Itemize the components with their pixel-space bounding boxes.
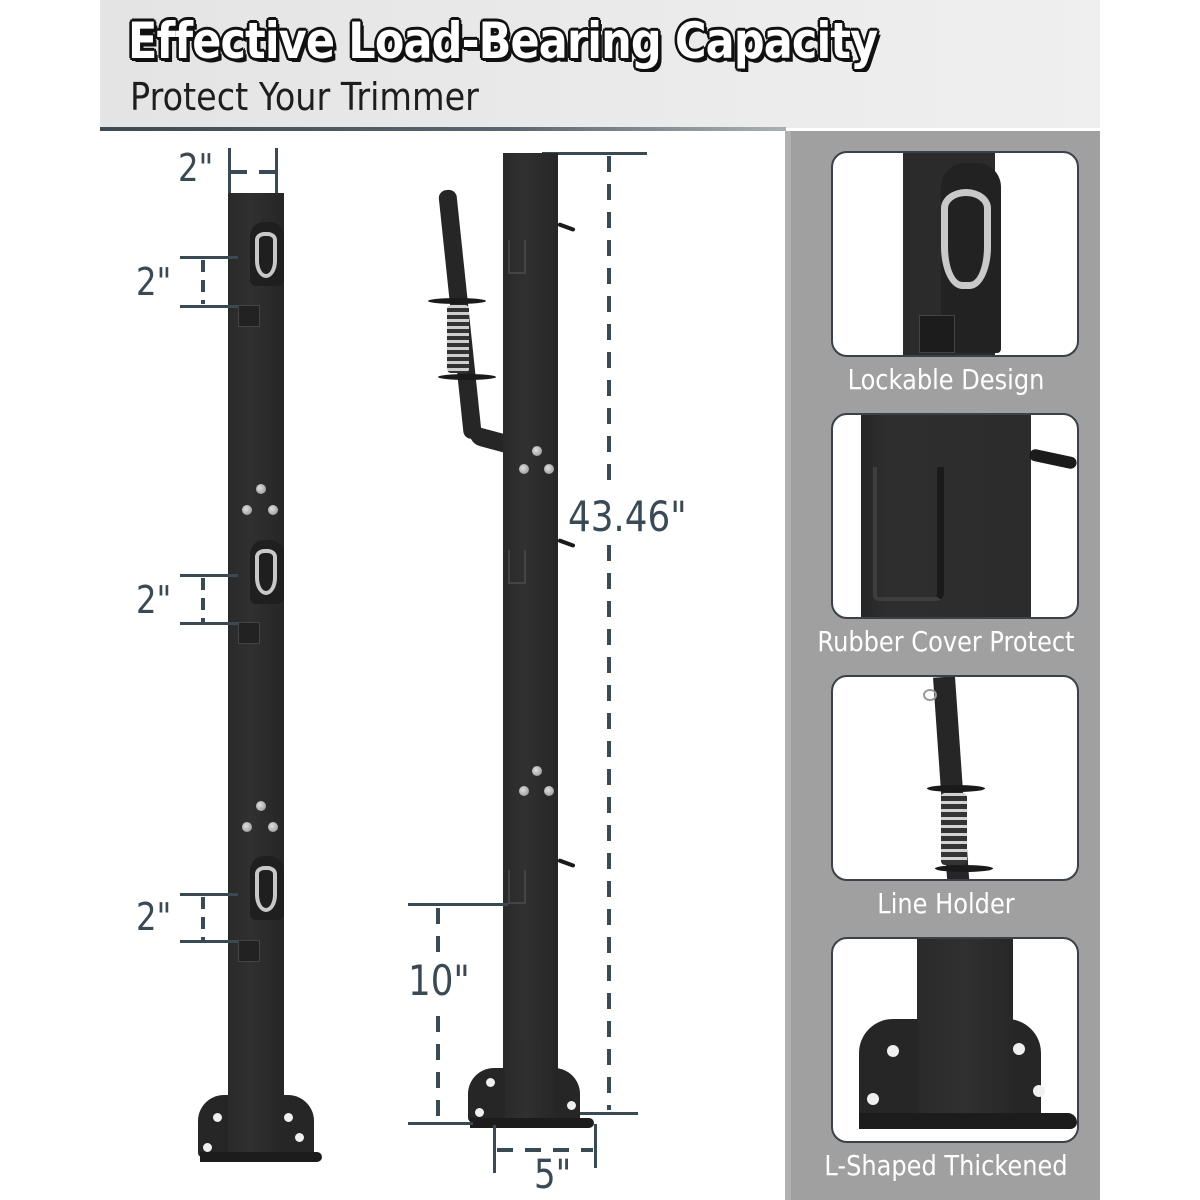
spring-washer bbox=[438, 374, 496, 380]
peg bbox=[1028, 448, 1077, 470]
dim-tick bbox=[493, 1125, 496, 1173]
top-dim-line bbox=[542, 152, 647, 155]
bolt bbox=[532, 766, 542, 776]
bolt bbox=[544, 464, 554, 474]
post-closeup bbox=[861, 415, 1031, 617]
bolt bbox=[519, 464, 529, 474]
post-closeup bbox=[917, 939, 1013, 1119]
bolt bbox=[256, 484, 266, 494]
bracket-tab bbox=[238, 305, 260, 327]
dim-tick bbox=[228, 148, 231, 193]
carabiner-icon bbox=[255, 866, 277, 912]
dim-dash bbox=[436, 1016, 440, 1120]
spring-icon bbox=[447, 305, 469, 373]
bolt bbox=[519, 786, 529, 796]
base-hole bbox=[1033, 1085, 1045, 1097]
feature-card-line-holder bbox=[831, 675, 1079, 881]
feature-label-rubber-cover: Rubber Cover Protect bbox=[817, 625, 1075, 658]
center-post-lower bbox=[505, 1040, 557, 1122]
dim-line bbox=[180, 940, 238, 943]
rubber-hook-icon bbox=[508, 550, 526, 584]
cotter-pin-icon bbox=[923, 689, 937, 701]
spring-washer bbox=[935, 865, 993, 872]
bracket-spacing-label-3: 2" bbox=[136, 895, 172, 939]
feature-card-lockable bbox=[831, 151, 1079, 357]
dim-tick bbox=[594, 1124, 597, 1168]
feature-label-l-shaped: L-Shaped Thickened bbox=[824, 1149, 1068, 1182]
width-dim-line bbox=[231, 170, 275, 174]
base-hole bbox=[486, 1078, 495, 1087]
dim-line bbox=[180, 622, 238, 625]
page-title: Effective Load-Bearing Capacity bbox=[128, 12, 878, 70]
spring-washer bbox=[428, 298, 486, 304]
bolt bbox=[256, 801, 266, 811]
feature-card-l-shaped bbox=[831, 937, 1079, 1143]
bolt bbox=[268, 505, 278, 515]
bolt bbox=[242, 505, 252, 515]
height-dim-line-upper bbox=[607, 156, 611, 486]
feature-card-rubber-cover bbox=[831, 413, 1079, 619]
base-hole bbox=[284, 1113, 293, 1122]
base-hole bbox=[295, 1133, 304, 1142]
carabiner-lock-icon bbox=[941, 189, 991, 289]
dim-dash bbox=[201, 578, 205, 622]
line-holder-spring-icon bbox=[941, 793, 967, 865]
header-divider bbox=[100, 127, 786, 131]
base-width-label: 5" bbox=[534, 1152, 572, 1198]
feature-panel: Lockable Design Rubber Cover Protect Lin… bbox=[785, 131, 1100, 1200]
feature-label-lockable: Lockable Design bbox=[847, 363, 1045, 396]
dim-line bbox=[180, 893, 238, 896]
rubber-hook-icon bbox=[508, 240, 526, 274]
hook-dim-line bbox=[408, 903, 508, 906]
dim-line bbox=[180, 256, 238, 259]
peg bbox=[557, 222, 576, 233]
bracket-spacing-label-1: 2" bbox=[136, 260, 172, 304]
base-hole bbox=[213, 1113, 222, 1122]
carabiner-icon bbox=[255, 549, 277, 595]
dim-dash bbox=[201, 897, 205, 940]
base-hole bbox=[475, 1108, 484, 1117]
base-foot bbox=[859, 1113, 1077, 1129]
base-hole bbox=[887, 1045, 899, 1057]
rubber-hook-icon bbox=[873, 467, 944, 601]
hook-height-label: 10" bbox=[408, 956, 470, 1005]
dim-tick bbox=[275, 148, 278, 193]
center-post bbox=[503, 153, 558, 1098]
base-hole bbox=[203, 1143, 212, 1152]
spring-washer bbox=[927, 785, 985, 792]
feature-label-line-holder: Line Holder bbox=[877, 887, 1015, 920]
rubber-hook-icon bbox=[508, 870, 526, 904]
bracket-tab bbox=[919, 315, 955, 353]
bolt bbox=[268, 822, 278, 832]
base-hole bbox=[867, 1093, 879, 1105]
left-post-lower bbox=[228, 1060, 284, 1155]
header-banner: Effective Load-Bearing Capacity Protect … bbox=[100, 0, 1100, 128]
bracket-tab bbox=[238, 622, 260, 644]
page-subtitle: Protect Your Trimmer bbox=[130, 75, 479, 119]
dim-dash bbox=[436, 908, 440, 958]
post-width-label: 2" bbox=[178, 146, 214, 190]
dim-line bbox=[180, 574, 238, 577]
bracket-spacing-label-2: 2" bbox=[136, 578, 172, 622]
peg bbox=[557, 858, 576, 869]
base-hole bbox=[1013, 1043, 1025, 1055]
bolt bbox=[544, 786, 554, 796]
height-dim-line-lower bbox=[607, 545, 611, 1110]
left-post-foot bbox=[200, 1152, 322, 1162]
bolt bbox=[532, 446, 542, 456]
center-post-foot bbox=[470, 1118, 594, 1128]
bolt bbox=[242, 822, 252, 832]
base-width-dim-line bbox=[497, 1148, 593, 1152]
dim-dash bbox=[201, 260, 205, 304]
carabiner-icon bbox=[255, 232, 277, 278]
bracket-tab bbox=[238, 940, 260, 962]
bottom-dim-line bbox=[580, 1112, 638, 1115]
dim-line bbox=[180, 305, 238, 308]
base-hole bbox=[567, 1101, 576, 1110]
post-height-label: 43.46" bbox=[568, 492, 687, 541]
base-dim-line bbox=[408, 1122, 473, 1125]
